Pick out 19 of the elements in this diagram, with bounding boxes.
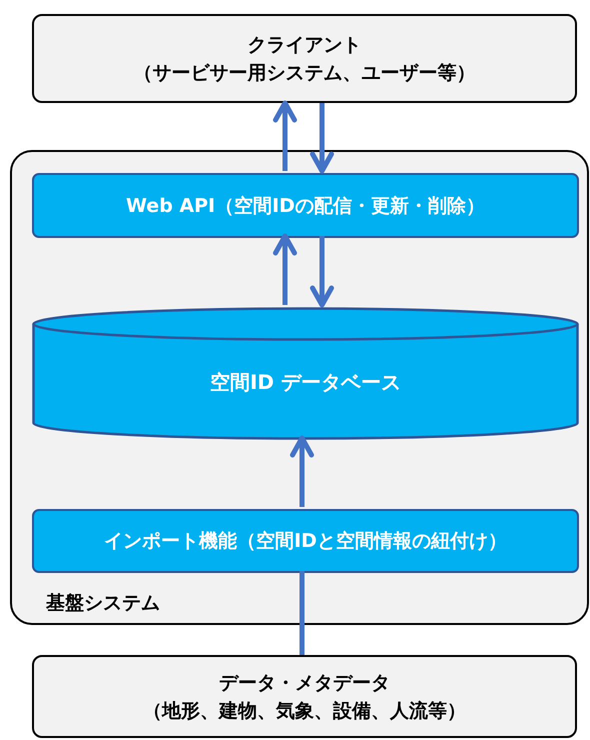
arrow [290,436,314,507]
system-container [10,150,589,625]
arrow [273,100,297,171]
arrow [310,236,334,308]
arrow [310,103,334,174]
function-box [32,173,579,238]
function-box [32,509,579,573]
arrow [273,234,297,305]
box-subtitle: （地形、建物、気象、設備、人流等） [143,698,466,724]
external-box [32,655,577,738]
box-title: Web API（空間IDの配信・更新・削除） [126,194,485,218]
box-title: データ・メタデータ [219,670,390,696]
box-subtitle: （サービサー用システム、ユーザー等） [134,60,476,86]
box-title: インポート機能（空間IDと空間情報の紐付け） [104,529,507,554]
external-box [32,14,577,103]
container-title: 基盤システム [46,590,160,616]
database-cylinder [32,307,579,440]
box-title: クライアント [248,32,362,58]
database-label: 空間ID データベース [210,369,401,396]
